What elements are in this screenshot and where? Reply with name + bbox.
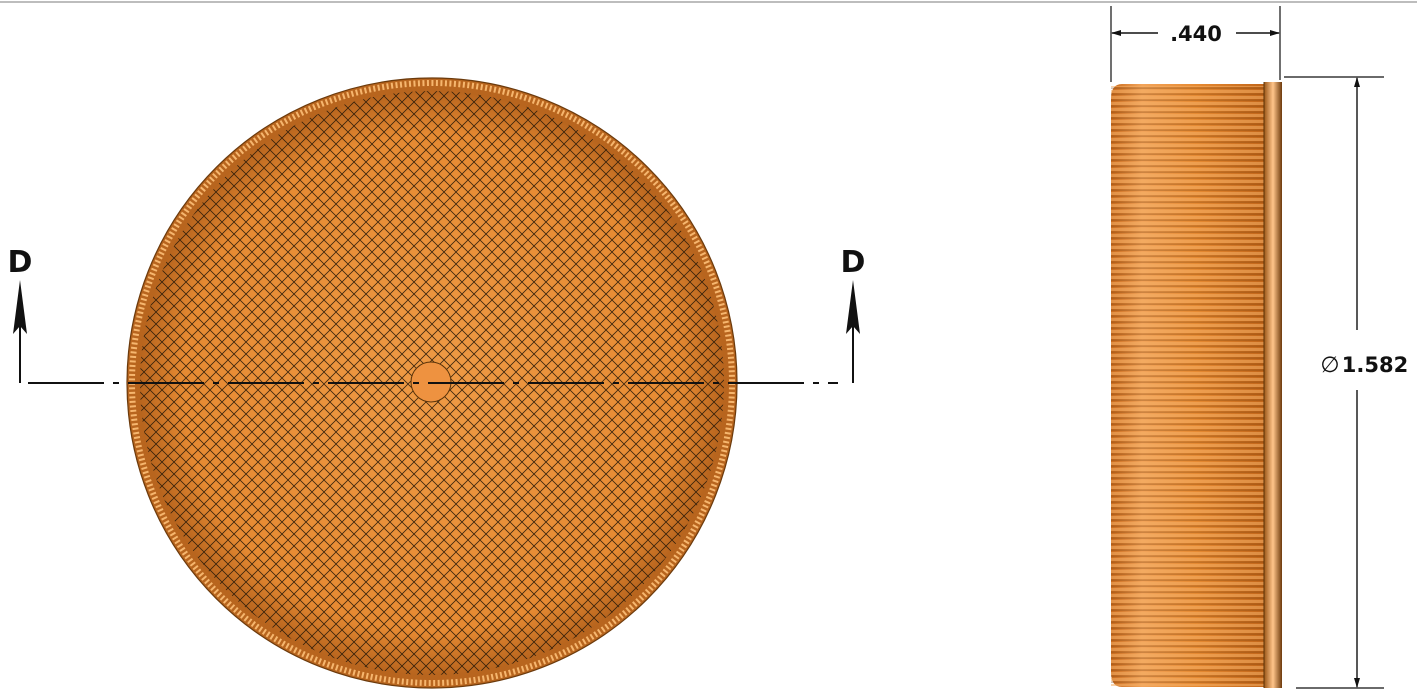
section-label-right: D (841, 245, 866, 280)
section-arrow-right-head (846, 280, 860, 334)
section-label-left: D (8, 245, 33, 280)
section-line-dd: D D (8, 245, 866, 384)
width-dim-value: .440 (1170, 22, 1222, 46)
width-dimension: .440 (1110, 6, 1281, 82)
side-view (1111, 82, 1282, 688)
side-ribs (1111, 86, 1266, 686)
diameter-symbol: ∅ (1320, 353, 1339, 378)
side-rim (1264, 82, 1282, 688)
section-arrow-left-head (13, 280, 27, 334)
diameter-dim-value: 1.582 (1342, 353, 1408, 377)
diameter-dimension: ∅ 1.582 (1284, 76, 1408, 689)
